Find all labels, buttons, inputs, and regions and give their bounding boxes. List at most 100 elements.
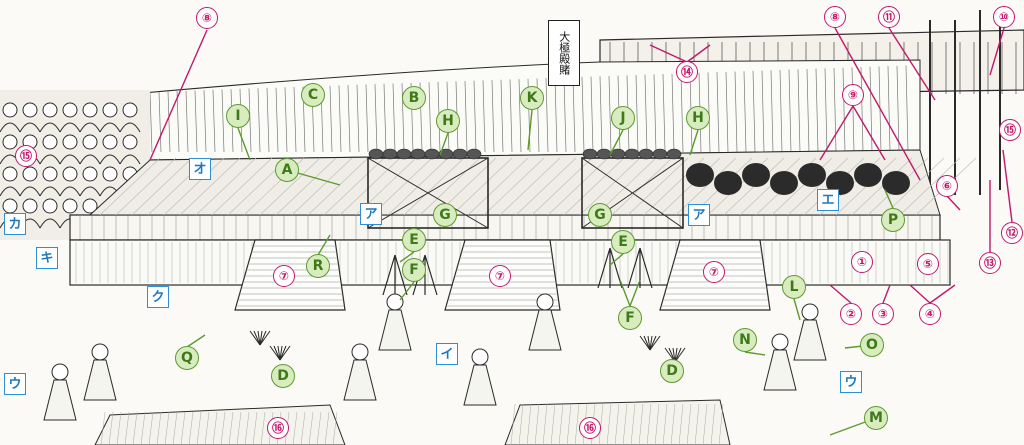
dark-figure — [798, 163, 826, 187]
floor-lattice — [99, 157, 161, 216]
crowd-head — [82, 102, 98, 118]
mat-weave — [718, 403, 724, 445]
curtain-stripe — [743, 71, 747, 153]
label-f-left: F — [402, 258, 426, 282]
shelf-brace — [367, 157, 489, 229]
curtain-stripe — [716, 72, 720, 153]
curtain-stripe — [833, 68, 837, 153]
mat-weave — [164, 411, 170, 445]
crowd-head — [42, 198, 58, 214]
mat-weave — [124, 411, 130, 445]
label-l: L — [782, 275, 806, 299]
floor-lattice — [195, 157, 257, 216]
mat-weave — [574, 403, 580, 445]
figure-robe — [463, 364, 497, 406]
mat-weave — [566, 403, 572, 445]
floor-lattice — [403, 157, 465, 216]
figure-robe — [83, 359, 117, 401]
leader-line — [317, 234, 331, 256]
label-5: ⑤ — [917, 253, 939, 275]
curtain-stripe — [212, 89, 216, 153]
crowd-head — [62, 198, 78, 214]
mat-weave — [308, 411, 314, 445]
floor-lattice — [179, 157, 241, 216]
crowd-head — [102, 166, 118, 182]
curtain-stripe — [194, 90, 198, 153]
leader-line — [888, 27, 936, 101]
floor-lattice — [883, 157, 945, 216]
floor-lattice — [291, 157, 353, 216]
curtain-stripe — [338, 85, 342, 153]
floor-lattice — [499, 157, 561, 216]
crowd-head — [2, 166, 18, 182]
mat-weave — [678, 403, 684, 445]
floor-lattice — [339, 157, 401, 216]
curtain-stripe — [806, 68, 810, 153]
mat-weave — [300, 411, 306, 445]
curtain-stripe — [149, 91, 153, 153]
label-16-right: ⑯ — [579, 417, 601, 439]
curtain-stripe — [590, 76, 594, 153]
figure-robe — [43, 379, 77, 421]
mat-weave — [188, 411, 194, 445]
label-4: ④ — [919, 303, 941, 325]
curtain-stripe — [356, 84, 360, 153]
floor-lattice — [627, 157, 689, 216]
leader-line — [689, 129, 699, 156]
grass-blade — [279, 345, 291, 361]
label-15-right: ⑮ — [999, 119, 1021, 141]
leader-line — [686, 44, 711, 63]
mat-weave — [542, 403, 548, 445]
label-a: A — [275, 158, 299, 182]
grass-blade — [279, 345, 283, 361]
curtain-stripe — [860, 67, 864, 153]
curtain-stripe — [725, 71, 729, 153]
curtain-stripe — [347, 85, 351, 153]
grass-blade — [269, 345, 281, 361]
crowd-head — [22, 166, 38, 182]
curtain-stripe — [608, 75, 612, 153]
mat-weave — [220, 411, 226, 445]
curtain-stripe — [266, 87, 270, 153]
mat-weave — [244, 411, 250, 445]
leader-line — [149, 29, 208, 161]
mat-weave — [510, 403, 516, 445]
label-o: O — [860, 333, 884, 357]
crowd-head — [62, 102, 78, 118]
figure-robe — [378, 309, 412, 351]
leader-line — [882, 284, 891, 304]
curtain-stripe — [491, 80, 495, 153]
crowd-body — [39, 122, 61, 133]
mat-weave — [534, 403, 540, 445]
mat-weave — [598, 403, 604, 445]
curtain-stripe — [581, 76, 585, 153]
crowd-body — [39, 186, 61, 197]
label-f-right: F — [618, 306, 642, 330]
mat-weave — [196, 411, 202, 445]
mat-weave — [324, 411, 330, 445]
drum — [382, 148, 398, 160]
floor-lattice — [259, 157, 321, 216]
curtain-stripe — [851, 67, 855, 153]
floor-lattice — [163, 157, 225, 216]
dark-figure — [742, 163, 770, 187]
dark-figure — [854, 163, 882, 187]
crowd-body — [0, 186, 21, 197]
ink-sketch — [0, 10, 1024, 445]
leader-line — [237, 127, 251, 161]
curtain-stripe — [374, 84, 378, 153]
floor-lattice — [467, 157, 529, 216]
figure-head — [536, 293, 554, 311]
leader-line — [884, 189, 894, 209]
figure-robe — [793, 319, 827, 361]
crowd-head — [102, 134, 118, 150]
crowd-body — [99, 154, 121, 165]
label-m: M — [864, 406, 888, 430]
label-3: ③ — [872, 303, 894, 325]
figure-robe — [528, 309, 562, 351]
crowd-body — [59, 122, 81, 133]
leader-line — [619, 279, 631, 307]
grass-blade — [279, 345, 287, 361]
mat-weave — [172, 411, 178, 445]
figure-head — [51, 363, 69, 381]
